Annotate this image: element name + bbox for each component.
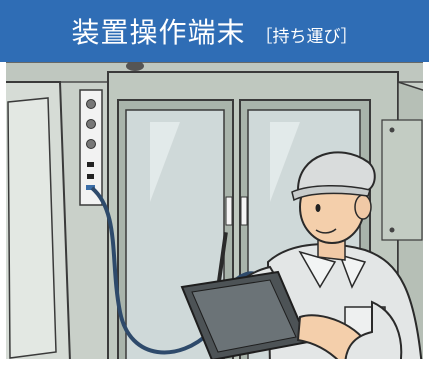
left-wall-panel bbox=[0, 81, 72, 367]
control-panel-strip bbox=[79, 89, 103, 206]
worker-right-hand bbox=[296, 300, 403, 367]
title-banner: 装置操作端末 ［持ち運び］ bbox=[0, 0, 429, 62]
worker-tablet-illustration bbox=[0, 62, 429, 367]
cable bbox=[90, 186, 264, 355]
banner-subtitle: ［持ち運び］ bbox=[255, 26, 358, 47]
banner-title: 装置操作端末 bbox=[71, 16, 246, 49]
tablet-device bbox=[180, 270, 310, 362]
